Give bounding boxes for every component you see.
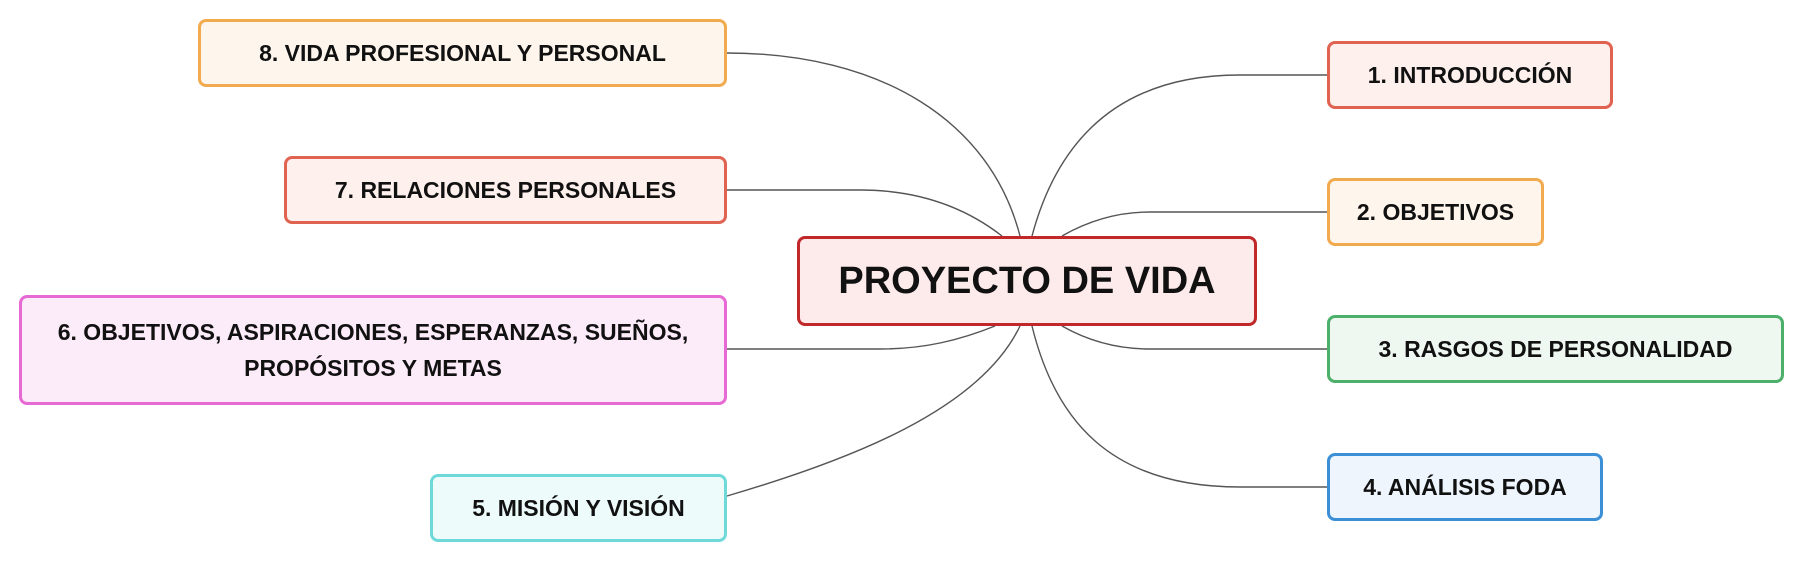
- branch-objetivos-label: 2. OBJETIVOS: [1356, 199, 1515, 225]
- branch-rasgos-personalidad[interactable]: 3. RASGOS DE PERSONALIDAD: [1327, 315, 1784, 383]
- branch-rasgos-personalidad-label: 3. RASGOS DE PERSONALIDAD: [1378, 336, 1733, 362]
- branch-objetivos-aspiraciones-line2: PROPÓSITOS Y METAS: [244, 355, 502, 381]
- branch-analisis-foda[interactable]: 4. ANÁLISIS FODA: [1327, 453, 1603, 521]
- connector-7: [727, 189, 1003, 237]
- branch-objetivos-aspiraciones[interactable]: 6. OBJETIVOS, ASPIRACIONES, ESPERANZAS, …: [19, 295, 727, 405]
- branch-relaciones-personales[interactable]: 7. RELACIONES PERSONALES: [284, 156, 727, 224]
- connector-3: [1061, 325, 1327, 350]
- branch-objetivos-aspiraciones-line1: 6. OBJETIVOS, ASPIRACIONES, ESPERANZAS, …: [57, 319, 689, 345]
- branch-mision-vision-label: 5. MISIÓN Y VISIÓN: [472, 495, 685, 521]
- branch-mision-vision[interactable]: 5. MISIÓN Y VISIÓN: [430, 474, 727, 542]
- central-topic[interactable]: PROYECTO DE VIDA: [797, 236, 1257, 326]
- connector-8: [726, 52, 1021, 237]
- branch-analisis-foda-label: 4. ANÁLISIS FODA: [1363, 474, 1567, 500]
- connector-6: [727, 325, 996, 350]
- connector-1: [1031, 74, 1327, 237]
- connector-2: [1061, 211, 1327, 237]
- branch-objetivos[interactable]: 2. OBJETIVOS: [1327, 178, 1544, 246]
- branch-vida-profesional[interactable]: 8. VIDA PROFESIONAL Y PERSONAL: [198, 19, 727, 87]
- branch-introduccion[interactable]: 1. INTRODUCCIÓN: [1327, 41, 1613, 109]
- branch-vida-profesional-label: 8. VIDA PROFESIONAL Y PERSONAL: [259, 40, 666, 66]
- connector-5: [726, 325, 1021, 497]
- branch-introduccion-label: 1. INTRODUCCIÓN: [1367, 62, 1573, 88]
- connector-4: [1031, 325, 1327, 488]
- branch-relaciones-personales-label: 7. RELACIONES PERSONALES: [334, 177, 677, 203]
- central-topic-label: PROYECTO DE VIDA: [838, 260, 1216, 302]
